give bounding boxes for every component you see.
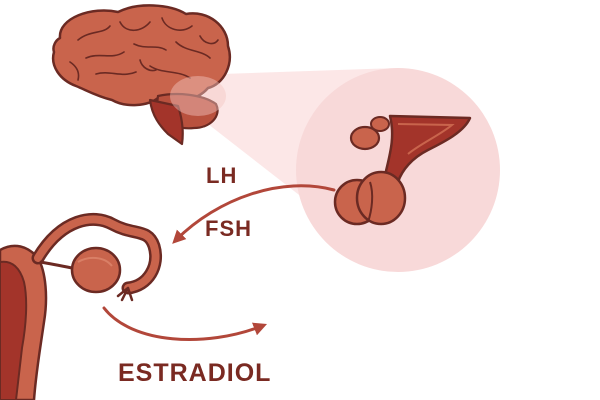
ovary-icon (70, 246, 122, 294)
estradiol-label: ESTRADIOL (118, 359, 272, 387)
lh-fsh-arrow (172, 184, 336, 244)
estradiol-arrow (102, 306, 268, 341)
fsh-label: FSH (205, 216, 252, 241)
lh-label: LH (206, 163, 238, 188)
uterus-icon (0, 244, 48, 400)
brain-icon (51, 4, 231, 146)
pituitary-gland-icon (333, 114, 472, 226)
